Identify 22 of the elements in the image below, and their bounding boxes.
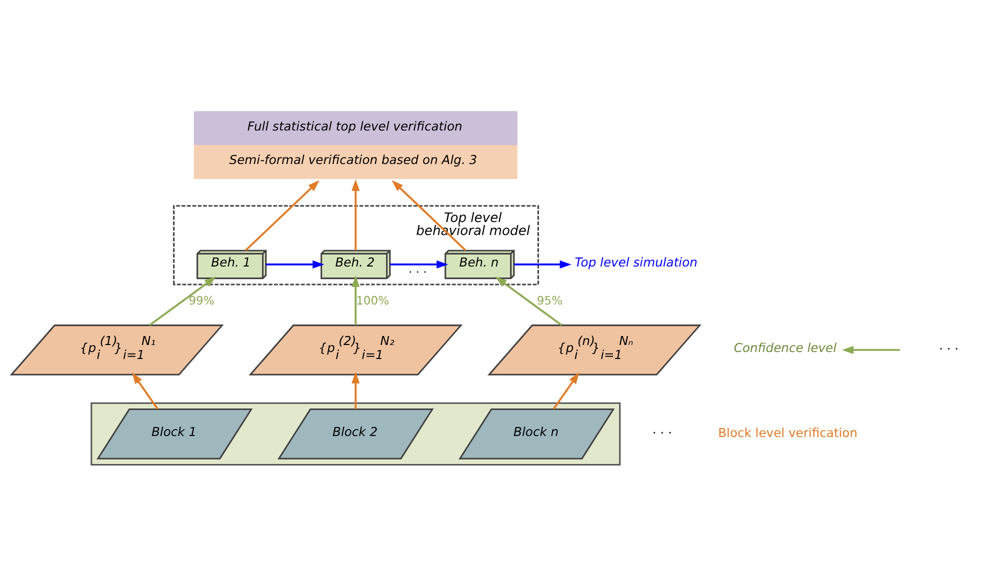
cluster xyxy=(90,402,621,466)
label: · · · xyxy=(939,342,959,356)
arrow xyxy=(514,260,572,269)
edge-label: · · · xyxy=(408,265,427,280)
arrow xyxy=(149,276,216,326)
arrow xyxy=(495,276,562,326)
edge-label: 100% xyxy=(356,294,390,308)
arrow xyxy=(390,260,448,269)
arrow xyxy=(352,372,360,410)
arrow xyxy=(352,179,360,250)
arrow xyxy=(842,346,900,354)
arrow xyxy=(552,372,580,410)
arrow xyxy=(132,372,159,410)
label: Block level verification xyxy=(718,426,858,440)
node-text: Confidence level xyxy=(734,341,836,356)
edge-label: 99% xyxy=(188,294,214,308)
edge-label: 95% xyxy=(536,294,563,308)
arrow xyxy=(244,180,320,252)
node-text: Top level simulation xyxy=(574,256,698,270)
arrow xyxy=(266,260,324,269)
label: · · · xyxy=(652,426,672,440)
arrow xyxy=(352,275,360,326)
